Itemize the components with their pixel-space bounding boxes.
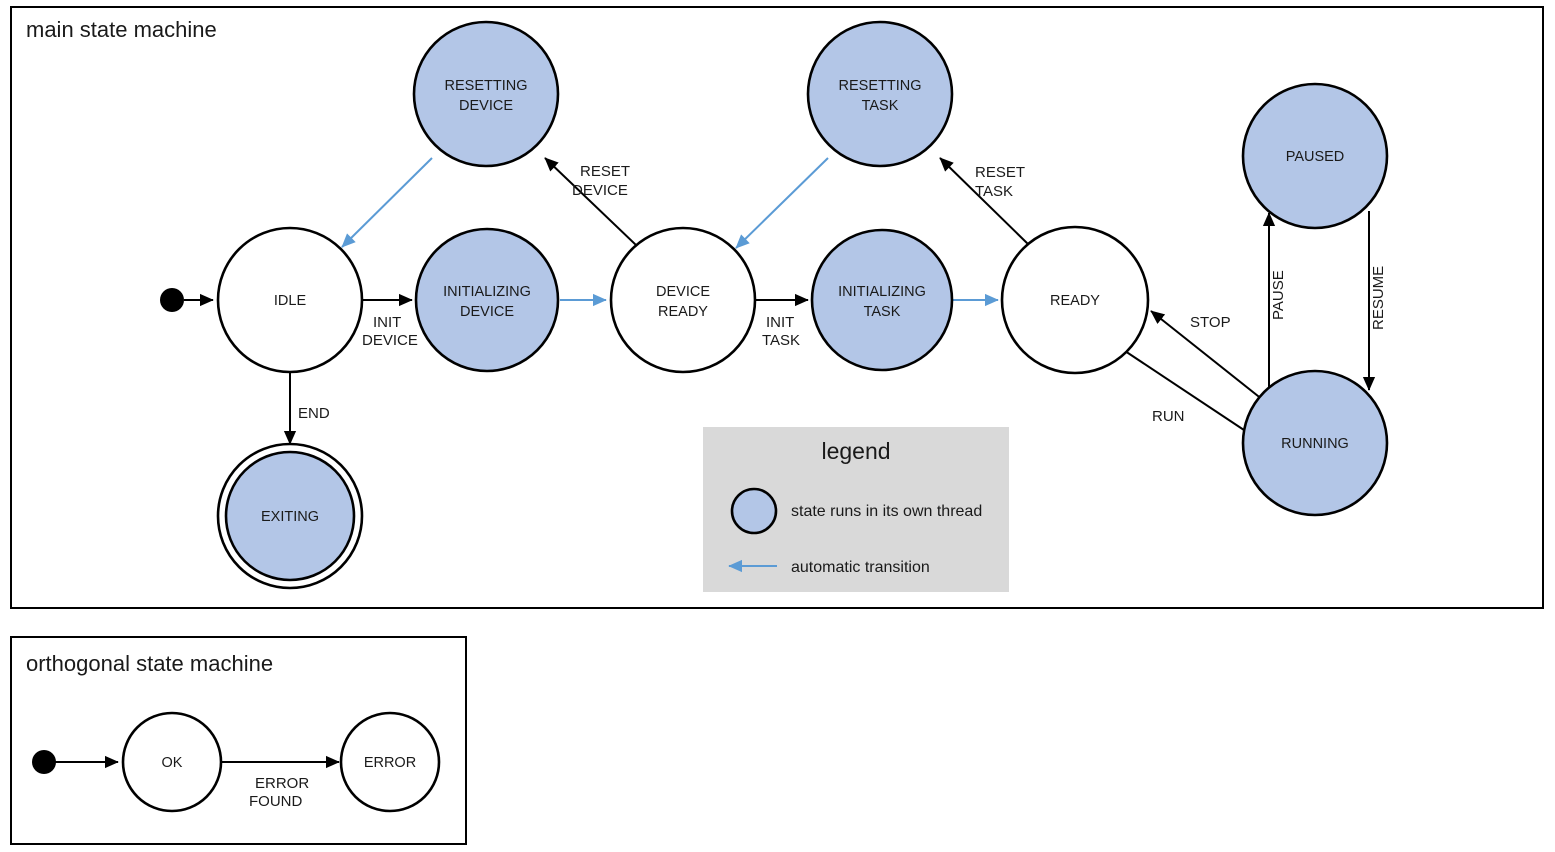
state-label-device-ready-line1: DEVICE <box>656 284 710 300</box>
legend-item-auto-label: automatic transition <box>791 559 930 576</box>
state-circle-initializing-task <box>810 228 954 372</box>
state-node-device-ready[interactable]: DEVICE READY <box>609 226 757 374</box>
state-label-running: RUNNING <box>1281 436 1349 452</box>
state-circle-exiting-inner <box>224 450 356 582</box>
state-label-resetting-device-line2: DEVICE <box>459 98 513 114</box>
start-state-dot <box>160 288 184 312</box>
orthogonal-frame <box>10 636 467 845</box>
state-node-paused[interactable]: PAUSED <box>1241 82 1389 230</box>
state-label-resetting-task-line2: TASK <box>862 98 899 114</box>
edge-label-run: RUN <box>1152 408 1185 425</box>
edge-label-resume: RESUME <box>1370 266 1387 330</box>
state-node-initializing-device[interactable]: INITIALIZING DEVICE <box>414 227 560 373</box>
state-circle-resetting-task <box>806 20 954 168</box>
state-circle-initializing-device <box>414 227 560 373</box>
edge-label-pause: PAUSE <box>1270 270 1287 320</box>
state-label-paused: PAUSED <box>1286 149 1345 165</box>
state-node-running[interactable]: RUNNING <box>1241 369 1389 517</box>
edge-resetting-task-to-device-ready <box>735 157 829 249</box>
state-label-resetting-device-line1: RESETTING <box>445 78 528 94</box>
state-circle-ready <box>1000 225 1150 375</box>
edge-label-reset-task-line2: TASK <box>975 183 1013 200</box>
edge-resetting-device-to-idle <box>341 157 433 248</box>
orthogonal-frame-title: orthogonal state machine <box>26 651 273 676</box>
state-label-idle: IDLE <box>274 293 307 309</box>
state-label-initializing-task-line1: INITIALIZING <box>838 284 926 300</box>
edge-label-end: END <box>298 405 330 422</box>
edge-label-stop: STOP <box>1190 314 1231 331</box>
state-node-resetting-device[interactable]: RESETTING DEVICE <box>412 20 560 168</box>
state-node-idle[interactable]: IDLE <box>216 226 364 374</box>
state-circle-device-ready <box>609 226 757 374</box>
edge-device-ready-to-resetting-device <box>544 157 638 247</box>
main-frame-title: main state machine <box>26 17 217 42</box>
edge-ready-to-running <box>1124 350 1260 441</box>
edge-label-init-task-line2: TASK <box>762 332 800 349</box>
state-label-initializing-device-line2: DEVICE <box>460 304 514 320</box>
edge-label-reset-device-line2: DEVICE <box>572 182 628 199</box>
edge-label-error-found-line2: FOUND <box>249 793 302 810</box>
state-circle-paused <box>1241 82 1389 230</box>
state-label-initializing-task-line2: TASK <box>864 304 901 320</box>
state-circle-ok <box>121 711 223 813</box>
edge-ready-to-resetting-task <box>939 157 1031 247</box>
edge-label-reset-device-line1: RESET <box>580 163 630 180</box>
state-label-resetting-task-line1: RESETTING <box>839 78 922 94</box>
state-label-initializing-device-line1: INITIALIZING <box>443 284 531 300</box>
state-circle-running <box>1241 369 1389 517</box>
state-circle-idle <box>216 226 364 374</box>
state-label-ok: OK <box>162 755 183 771</box>
edge-running-to-ready <box>1150 310 1264 401</box>
state-label-ready: READY <box>1050 293 1100 309</box>
edge-label-reset-task-line1: RESET <box>975 164 1025 181</box>
state-label-exiting: EXITING <box>261 509 319 525</box>
legend-title: legend <box>821 438 890 464</box>
legend-thread-circle-icon <box>730 487 778 535</box>
state-node-initializing-task[interactable]: INITIALIZING TASK <box>810 228 954 372</box>
edge-label-init-task-line1: INIT <box>766 314 794 331</box>
state-node-ready[interactable]: READY <box>1000 225 1150 375</box>
state-node-exiting[interactable]: EXITING <box>216 442 364 590</box>
edge-label-init-device-line1: INIT <box>373 314 401 331</box>
ortho-start-state-dot <box>32 750 56 774</box>
state-node-ok[interactable]: OK <box>121 711 223 813</box>
legend: legend state runs in its own thread auto… <box>703 427 1009 592</box>
state-label-error: ERROR <box>364 755 416 771</box>
state-node-error[interactable]: ERROR <box>339 711 441 813</box>
state-circle-resetting-device <box>412 20 560 168</box>
state-circle-error <box>339 711 441 813</box>
state-label-device-ready-line2: READY <box>658 304 708 320</box>
legend-item-thread-label: state runs in its own thread <box>791 503 982 520</box>
edge-label-error-found-line1: ERROR <box>255 775 309 792</box>
state-node-resetting-task[interactable]: RESETTING TASK <box>806 20 954 168</box>
edge-label-init-device-line2: DEVICE <box>362 332 418 349</box>
main-frame <box>10 6 1544 609</box>
